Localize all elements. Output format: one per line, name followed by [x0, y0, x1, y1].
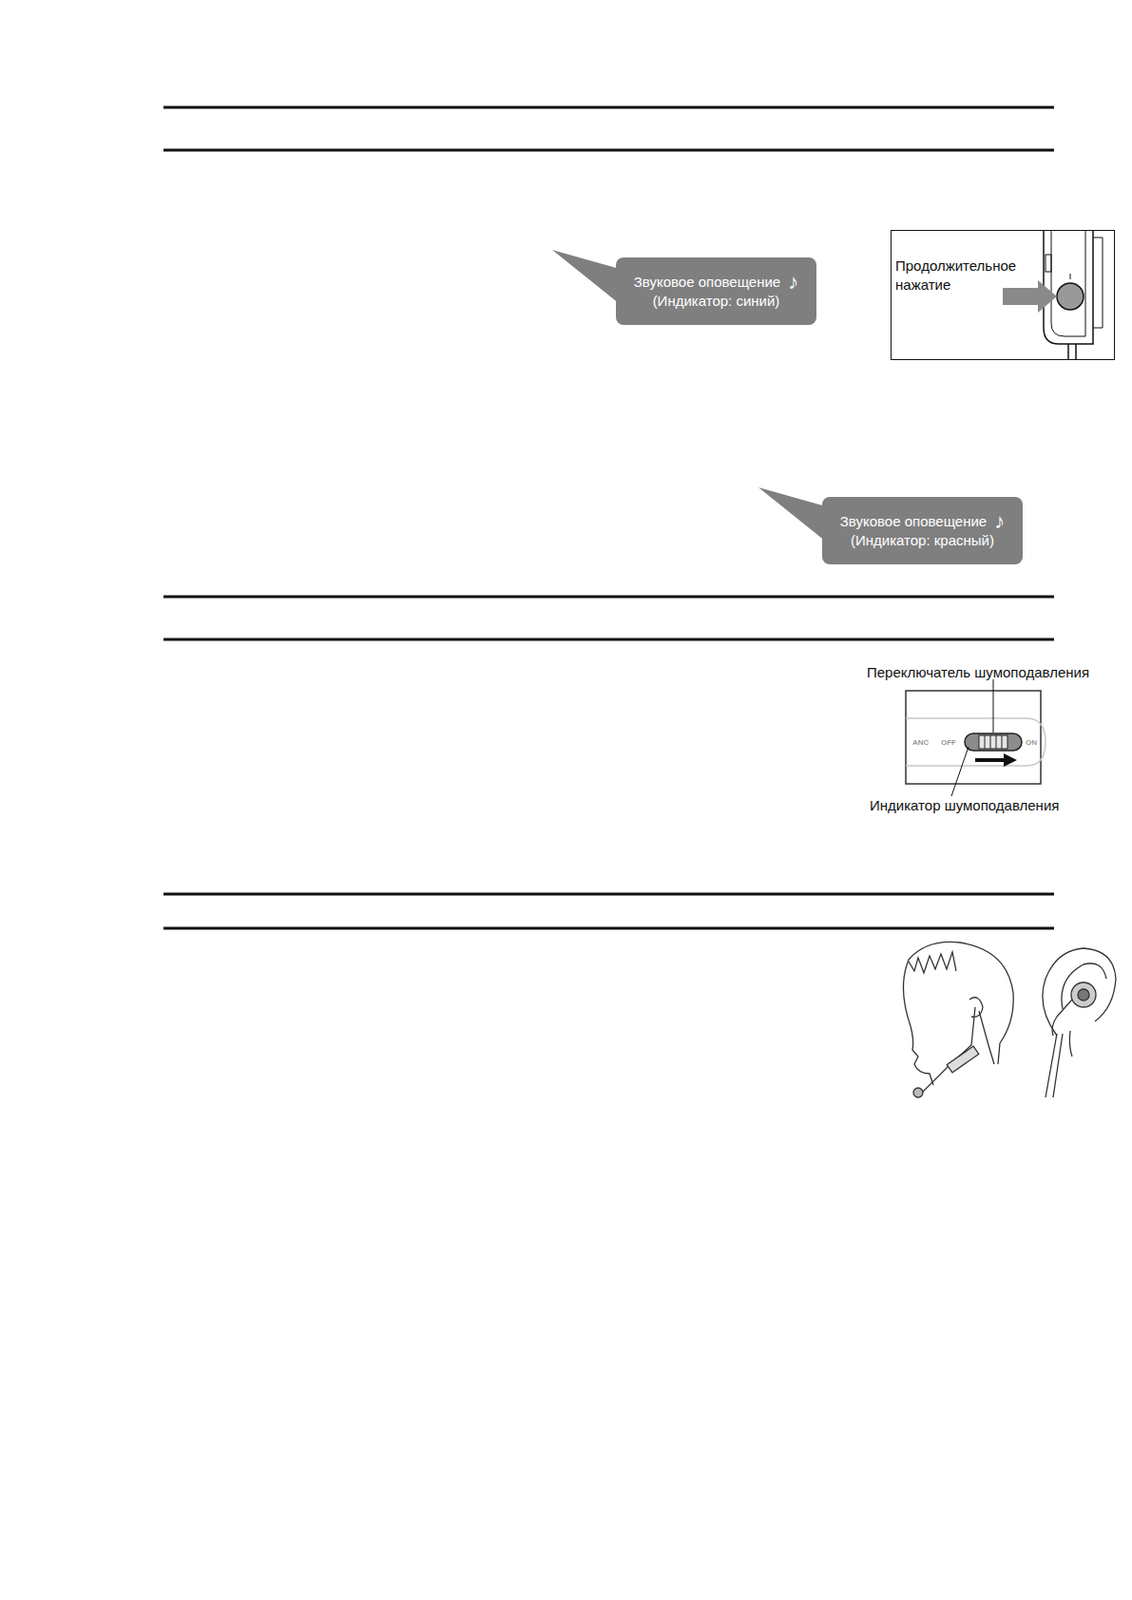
switch-marking: ON	[1025, 738, 1037, 748]
action-label: Продолжительное нажатие	[895, 256, 1019, 295]
switch-marking: OFF	[940, 738, 957, 748]
callout-bubble: Звуковое оповещение ♪(Индикатор: красный)	[822, 497, 1023, 565]
headset-control-unit	[1002, 230, 1103, 361]
callout-bubble: Звуковое оповещение ♪(Индикатор: синий)	[615, 257, 817, 326]
bubble-tail	[758, 487, 826, 542]
head-illustration	[902, 941, 1014, 1098]
illustration-frame: Продолжительное нажатие	[890, 230, 1115, 361]
ear-illustration	[1042, 948, 1116, 1098]
part-label: Индикатор шумоподавления	[869, 797, 1059, 815]
music-note: ♪	[787, 272, 799, 292]
indicator-text: (Индикатор: красный)	[829, 531, 1016, 551]
callout-text: Звуковое оповещение	[633, 272, 781, 292]
callout-text: Звуковое оповещение	[840, 512, 987, 532]
part-label: Переключатель шумоподавления	[866, 664, 1090, 682]
switch-marking: ANC	[912, 738, 929, 748]
anc-switch-illustration	[905, 679, 1046, 797]
indicator-text: (Индикатор: синий)	[623, 291, 809, 311]
music-note: ♪	[994, 512, 1005, 532]
bubble-tail	[552, 249, 620, 305]
